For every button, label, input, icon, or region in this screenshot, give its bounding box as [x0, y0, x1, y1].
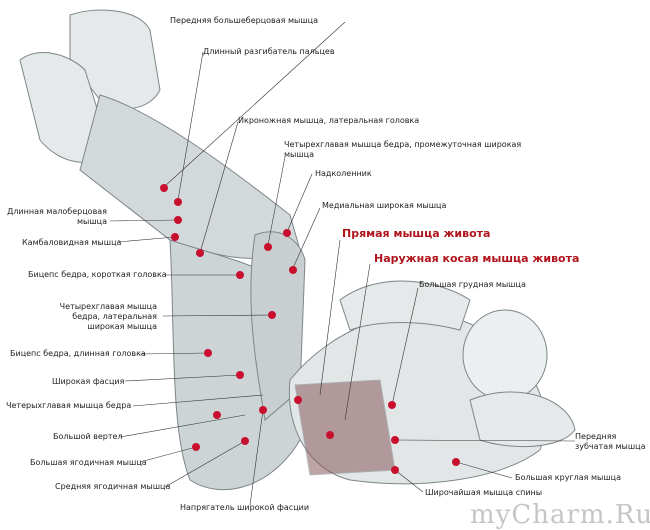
label-patella: Надколенник [315, 169, 372, 178]
label-pectoralis-major: Большая грудная мышца [419, 280, 526, 289]
label-soleus: Камбаловидная мышца [22, 238, 122, 247]
marker-dot [213, 411, 221, 419]
marker-dot [171, 233, 179, 241]
label-line: Передняя [575, 432, 617, 441]
marker-dot [204, 349, 212, 357]
marker-dot [174, 198, 182, 206]
label-teres-major: Большая круглая мышца [515, 473, 622, 482]
label-line: широкая мышца [87, 322, 157, 331]
label-tibialis-anterior: Передняя большеберцовая мышца [170, 16, 319, 25]
label-gluteus-maximus: Большая ягодичная мышца [30, 458, 147, 467]
label-gastrocnemius: Икроножная мышца, латеральная головка [238, 116, 420, 125]
marker-dot [174, 216, 182, 224]
marker-dot [264, 243, 272, 251]
label-external-oblique: Наружная косая мышца живота [374, 252, 580, 265]
marker-dot [452, 458, 460, 466]
watermark: myCharm.Ru [470, 500, 650, 530]
marker-dot [391, 436, 399, 444]
marker-dot [259, 406, 267, 414]
marker-dot [326, 431, 334, 439]
label-biceps-short: Бицепс бедра, короткая головка [28, 270, 167, 279]
leader-lines [109, 21, 576, 506]
marker-dot [192, 443, 200, 451]
marker-dot [241, 437, 249, 445]
label-extensor-digitorum: Длинный разгибатель пальцев [203, 47, 335, 56]
label-biceps-long: Бицепс бедра, длинная головка [10, 349, 146, 358]
marker-dot [289, 266, 297, 274]
label-line: Четырехглавая мышца бедра, промежуточная… [284, 140, 522, 149]
label-rectus-abdominis: Прямая мышца живота [342, 227, 491, 240]
label-latissimus-dorsi: Широчайшая мышца спины [425, 488, 543, 497]
label-fascia-lata: Широкая фасция [52, 377, 125, 386]
abdomen [294, 379, 396, 476]
label-greater-trochanter: Большой вертел [53, 432, 123, 441]
marker-dot [283, 229, 291, 237]
head [462, 309, 548, 401]
marker-dot [388, 401, 396, 409]
label-quadriceps: Четерыхглавая мышца бедра [6, 401, 132, 410]
elbow [469, 391, 576, 447]
label-gluteus-medius: Средняя ягодичная мышца [55, 482, 171, 491]
marker-dot [236, 371, 244, 379]
marker-dot [236, 271, 244, 279]
label-vastus-medialis: Медиальная широкая мышца [322, 201, 447, 210]
marker-dot [391, 466, 399, 474]
label-line: зубчатая мышца [575, 442, 646, 451]
label-line: Длинная малоберцовая [7, 207, 107, 216]
arm [339, 280, 471, 331]
label-line: Четырехглавая мышца [59, 302, 157, 311]
label-line: мышца [284, 150, 315, 159]
muscle-markers [160, 184, 460, 474]
label-tensor-fasciae-latae: Напрягатель широкой фасции [180, 503, 310, 512]
marker-dot [160, 184, 168, 192]
marker-dot [268, 311, 276, 319]
label-line: бедра, латеральная [72, 312, 157, 321]
label-line: мышца [76, 217, 107, 226]
marker-dot [196, 249, 204, 257]
marker-dot [294, 396, 302, 404]
label-vastus-intermedius: Четырехглавая мышца бедра, промежуточная… [284, 140, 521, 160]
